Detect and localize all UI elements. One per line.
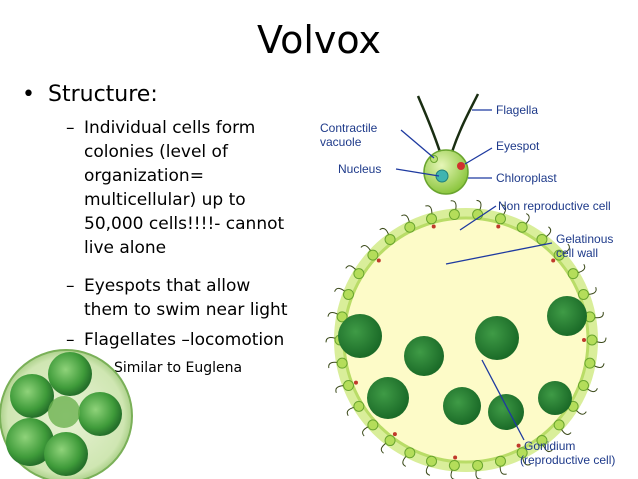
- rim-cell: [494, 213, 506, 225]
- label-chloroplast: Chloroplast: [496, 171, 557, 185]
- sub-bullet-line: organization=: [84, 166, 204, 186]
- rim-cell: [586, 334, 598, 346]
- rim-cell: [343, 380, 355, 392]
- rim-cell: [494, 455, 506, 467]
- rim-cell: [448, 209, 460, 221]
- rim-cell: [516, 221, 528, 233]
- rim-cell: [353, 268, 365, 280]
- rim-cell: [536, 233, 548, 245]
- sub-bullet-line: 50,000 cells!!!!- cannot: [84, 214, 285, 234]
- single-cell: [416, 93, 480, 195]
- eyespot-dot: [353, 380, 358, 385]
- rim-cell: [553, 419, 565, 431]
- rim-cell: [577, 380, 589, 392]
- sub-bullet-line: Eyespots that allow: [84, 276, 251, 296]
- sub-bullet-line: multicellular) up to: [84, 190, 246, 210]
- sub-bullet-eyespots: – Eyespots that allow them to swim near …: [66, 274, 306, 322]
- bullet-structure: • Structure:: [22, 82, 158, 107]
- third-level-bullet: Similar to Euglena: [114, 360, 243, 376]
- label-contractile-vacuole-1: Contractile: [320, 121, 378, 135]
- label-gelatinous-1: Gelatinous: [556, 232, 613, 246]
- eyespot-dot: [551, 258, 556, 263]
- bullet-dot: •: [22, 82, 35, 107]
- eyespot-dot: [453, 455, 458, 460]
- colony-sphere: [325, 199, 607, 479]
- sub-bullet-flagellates: – Flagellates –locomotion: [66, 328, 306, 352]
- pointer-lines: [395, 109, 553, 441]
- eyespot-dot: [516, 443, 521, 448]
- slide-title: Volvox: [257, 18, 381, 62]
- bullet-label: Structure:: [48, 82, 158, 107]
- rim-cell: [404, 447, 416, 459]
- rim-cell: [448, 459, 460, 471]
- rim-cell: [367, 249, 379, 261]
- eyespot-dot: [431, 224, 436, 229]
- rim-cell: [426, 213, 438, 225]
- sub-bullet-line: live alone: [84, 238, 167, 258]
- dash: –: [66, 330, 75, 350]
- rim-cell: [536, 435, 548, 447]
- label-nucleus: Nucleus: [338, 162, 381, 176]
- rim-cell: [404, 221, 416, 233]
- label-contractile-vacuole-2: vacuole: [320, 135, 362, 149]
- volvox-diagram: Flagella Contractile vacuole Eyespot Nuc…: [320, 93, 615, 479]
- sub-bullet-line: colonies (level of: [84, 142, 228, 162]
- rim-cell: [472, 459, 484, 471]
- label-gelatinous-2: cell wall: [556, 246, 598, 260]
- sub-bullet-line: Individual cells form: [84, 118, 256, 138]
- eyespot-dot: [392, 432, 397, 437]
- label-gonidium-2: (reproductive cell): [520, 453, 615, 467]
- eyespot-dot: [376, 258, 381, 263]
- sub-bullet-line: them to swim near light: [84, 300, 288, 320]
- rim-cell: [516, 447, 528, 459]
- dash: –: [66, 276, 75, 296]
- rim-cell: [567, 268, 579, 280]
- sub-bullet-line: Flagellates –locomotion: [84, 330, 285, 350]
- rim-cell: [384, 233, 396, 245]
- label-gonidium-1: Gonidium: [524, 439, 575, 453]
- volvox-photo: [0, 349, 133, 479]
- dash: –: [66, 118, 75, 138]
- rim-cell: [336, 311, 348, 323]
- label-eyespot: Eyespot: [496, 139, 540, 153]
- sub-bullet-colonies: – Individual cells form colonies (level …: [66, 116, 306, 260]
- label-non-reproductive-cell: Non reproductive cell: [498, 199, 611, 213]
- rim-cell: [584, 357, 596, 369]
- rim-cell: [343, 288, 355, 300]
- label-flagella: Flagella: [496, 103, 538, 117]
- rim-cell: [367, 419, 379, 431]
- eyespot-dot: [582, 338, 586, 342]
- rim-cell: [336, 357, 348, 369]
- rim-cell: [353, 400, 365, 412]
- eyespot-dot: [496, 224, 501, 229]
- rim-cell: [426, 455, 438, 467]
- rim-cell: [553, 249, 565, 261]
- rim-cell: [577, 288, 589, 300]
- rim-cell: [384, 435, 396, 447]
